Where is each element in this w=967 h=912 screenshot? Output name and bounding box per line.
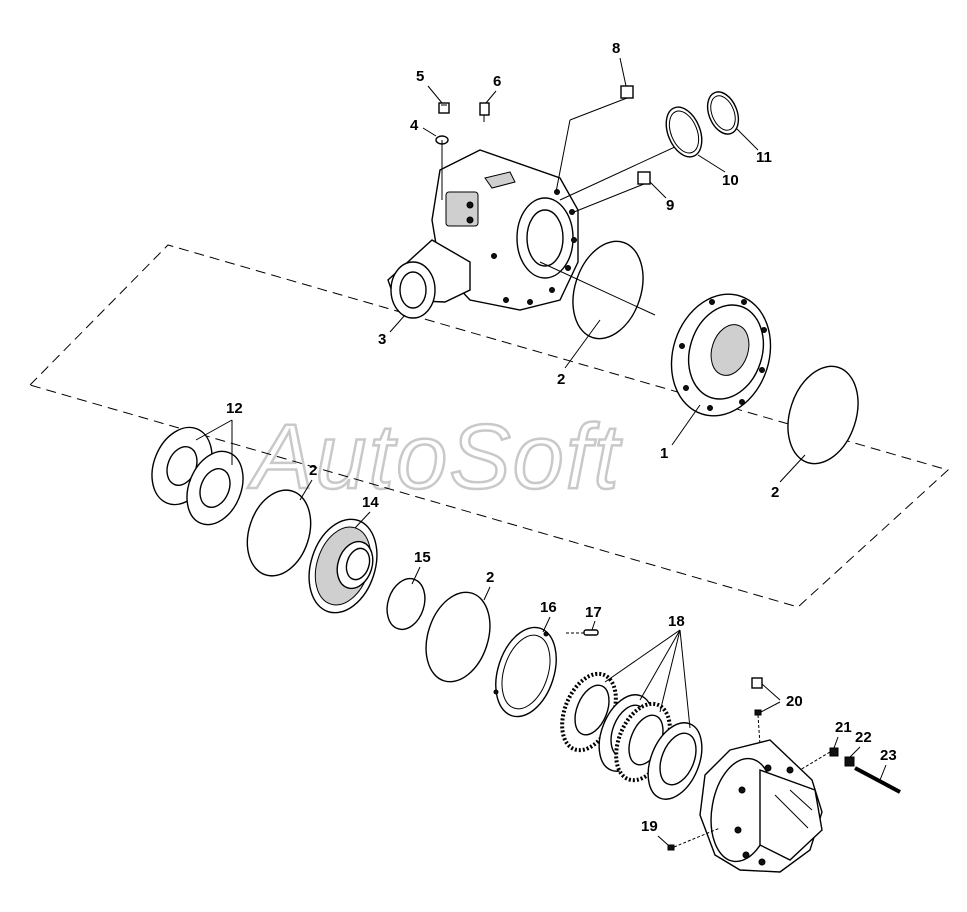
callout-18: 18: [668, 613, 685, 630]
part-8-nut: [620, 85, 634, 99]
leader-2-left: [299, 479, 313, 501]
leader-10: [559, 139, 691, 201]
watermark-text: AutoSoft: [247, 406, 622, 508]
leader-10-tag: [697, 154, 726, 173]
callout-23: 23: [880, 747, 897, 764]
leader-19-tag: [657, 835, 669, 846]
leader-21: [833, 736, 839, 749]
part-3-housing: [387, 149, 579, 319]
leader-14: [354, 511, 371, 529]
part-2-oring-lower: [425, 591, 491, 683]
leader-3: [389, 314, 406, 333]
part-14-piston: [308, 518, 378, 614]
part-5-plug: [438, 102, 450, 114]
leader-23: [879, 764, 887, 781]
part-2-oring-upper: [539, 240, 656, 340]
leader-8: [569, 97, 628, 121]
callout-2-upper: 2: [557, 371, 565, 388]
leader-8-tag: [619, 57, 627, 87]
part-10-ring: [665, 106, 703, 158]
part-19-plug: [667, 844, 675, 851]
part-23-stud: [799, 751, 901, 794]
leader-9-tag: [649, 181, 667, 199]
leader-2-lower: [483, 586, 491, 601]
part-12-disc-b: [186, 450, 244, 526]
leader-5: [427, 85, 443, 104]
part-6-fitting: [479, 102, 490, 122]
callout-5: 5: [416, 68, 424, 85]
callout-17: 17: [585, 604, 602, 621]
part-1-cover: [670, 293, 772, 417]
callout-22: 22: [855, 729, 872, 746]
leader-4-tag: [422, 127, 437, 137]
callout-3: 3: [378, 331, 386, 348]
callout-14: 14: [362, 494, 379, 511]
callout-2-left: 2: [309, 462, 317, 479]
leader-2-upper: [564, 319, 601, 369]
callout-15: 15: [414, 549, 431, 566]
callout-6: 6: [493, 73, 501, 90]
leader-9: [573, 183, 645, 213]
leader-12a: [195, 419, 233, 441]
leader-1: [671, 404, 701, 446]
callout-2-right: 2: [771, 484, 779, 501]
callout-2-lower: 2: [486, 569, 494, 586]
callout-4: 4: [410, 117, 419, 134]
leader-8b: [555, 119, 571, 193]
part-20-breather: [751, 677, 781, 746]
part-16-plate: [493, 626, 557, 718]
leader-17: [591, 620, 596, 631]
part-15-ring: [386, 577, 426, 631]
leader-22: [849, 746, 861, 758]
part-22-nut: [844, 756, 855, 767]
leader-19: [673, 827, 721, 848]
callout-12: 12: [226, 400, 243, 417]
assembly-dashed-outline: [29, 244, 949, 608]
callout-1: 1: [660, 445, 668, 462]
part-2-oring-left: [246, 489, 312, 577]
part-21-washer: [829, 747, 839, 757]
leader-6: [485, 90, 497, 104]
part-9-nut: [637, 171, 651, 185]
leader-11: [735, 127, 759, 151]
callout-10: 10: [722, 172, 739, 189]
callout-16: 16: [540, 599, 557, 616]
part-17-pin: [566, 629, 599, 636]
callout-20: 20: [786, 693, 803, 710]
leader-15: [411, 566, 421, 585]
callout-19: 19: [641, 818, 658, 835]
callout-8: 8: [612, 40, 620, 57]
leader-16: [542, 616, 551, 633]
callout-11: 11: [756, 149, 772, 166]
callout-21: 21: [835, 719, 852, 736]
leader-2-right: [779, 454, 806, 483]
part-2-oring-right: [787, 365, 859, 465]
part-11-snap-ring: [706, 91, 740, 135]
callout-9: 9: [666, 197, 674, 214]
leader-18: [604, 629, 691, 729]
part-axle-housing: [699, 739, 823, 873]
